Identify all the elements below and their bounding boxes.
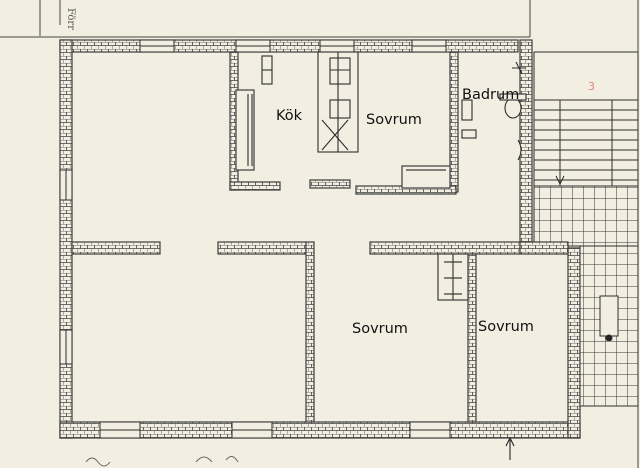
stair-number: 3 bbox=[588, 80, 595, 93]
middle-partition-walls bbox=[71, 241, 569, 423]
tiled-landing bbox=[533, 185, 639, 407]
kitchen-walls bbox=[229, 51, 281, 191]
chimney-stack bbox=[317, 51, 359, 153]
upper-room-walls bbox=[309, 51, 459, 195]
bathroom-fixtures bbox=[461, 61, 527, 161]
bottom-handwriting bbox=[85, 456, 239, 467]
room-label-sovrum-2: Sovrum bbox=[352, 321, 408, 337]
room-label-badrum: Badrum bbox=[462, 87, 519, 103]
room-label-sovrum-3: Sovrum bbox=[478, 319, 534, 335]
entry-arrow bbox=[505, 436, 515, 460]
room-label-sovrum-1: Sovrum bbox=[366, 112, 422, 128]
margin-scribble: Förr bbox=[65, 8, 76, 30]
room-label-kok: Kök bbox=[276, 108, 303, 124]
window-marks bbox=[59, 39, 451, 439]
stairwell bbox=[533, 51, 639, 188]
